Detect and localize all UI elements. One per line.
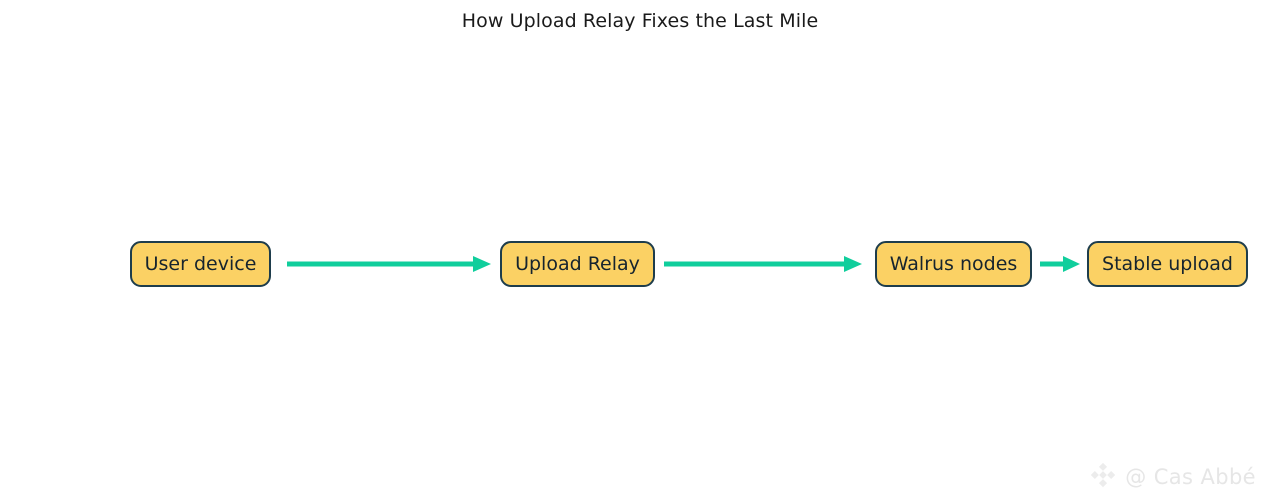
- flow-node-label: Stable upload: [1102, 252, 1233, 275]
- watermark: @ Cas Abbé: [1088, 460, 1256, 494]
- flow-arrow-walrus-nodes-to-stable-upload: [1040, 241, 1080, 287]
- flow-node-user-device[interactable]: User device: [130, 241, 271, 287]
- flow-node-label: Walrus nodes: [889, 252, 1018, 275]
- page-title: How Upload Relay Fixes the Last Mile: [461, 10, 819, 32]
- flow-node-label: Upload Relay: [515, 252, 640, 275]
- flow-arrow-upload-relay-to-walrus-nodes: [664, 241, 862, 287]
- flow-node-upload-relay[interactable]: Upload Relay: [500, 241, 655, 287]
- watermark-handle: @ Cas Abbé: [1125, 465, 1256, 489]
- flow-arrow-user-device-to-upload-relay: [287, 241, 491, 287]
- flow-node-walrus-nodes[interactable]: Walrus nodes: [875, 241, 1032, 287]
- flow-node-label: User device: [144, 252, 257, 275]
- flowchart: User device Upload Relay Walrus nodes St…: [0, 241, 1280, 287]
- diamond-logo-icon: [1088, 460, 1118, 494]
- flow-node-stable-upload[interactable]: Stable upload: [1087, 241, 1248, 287]
